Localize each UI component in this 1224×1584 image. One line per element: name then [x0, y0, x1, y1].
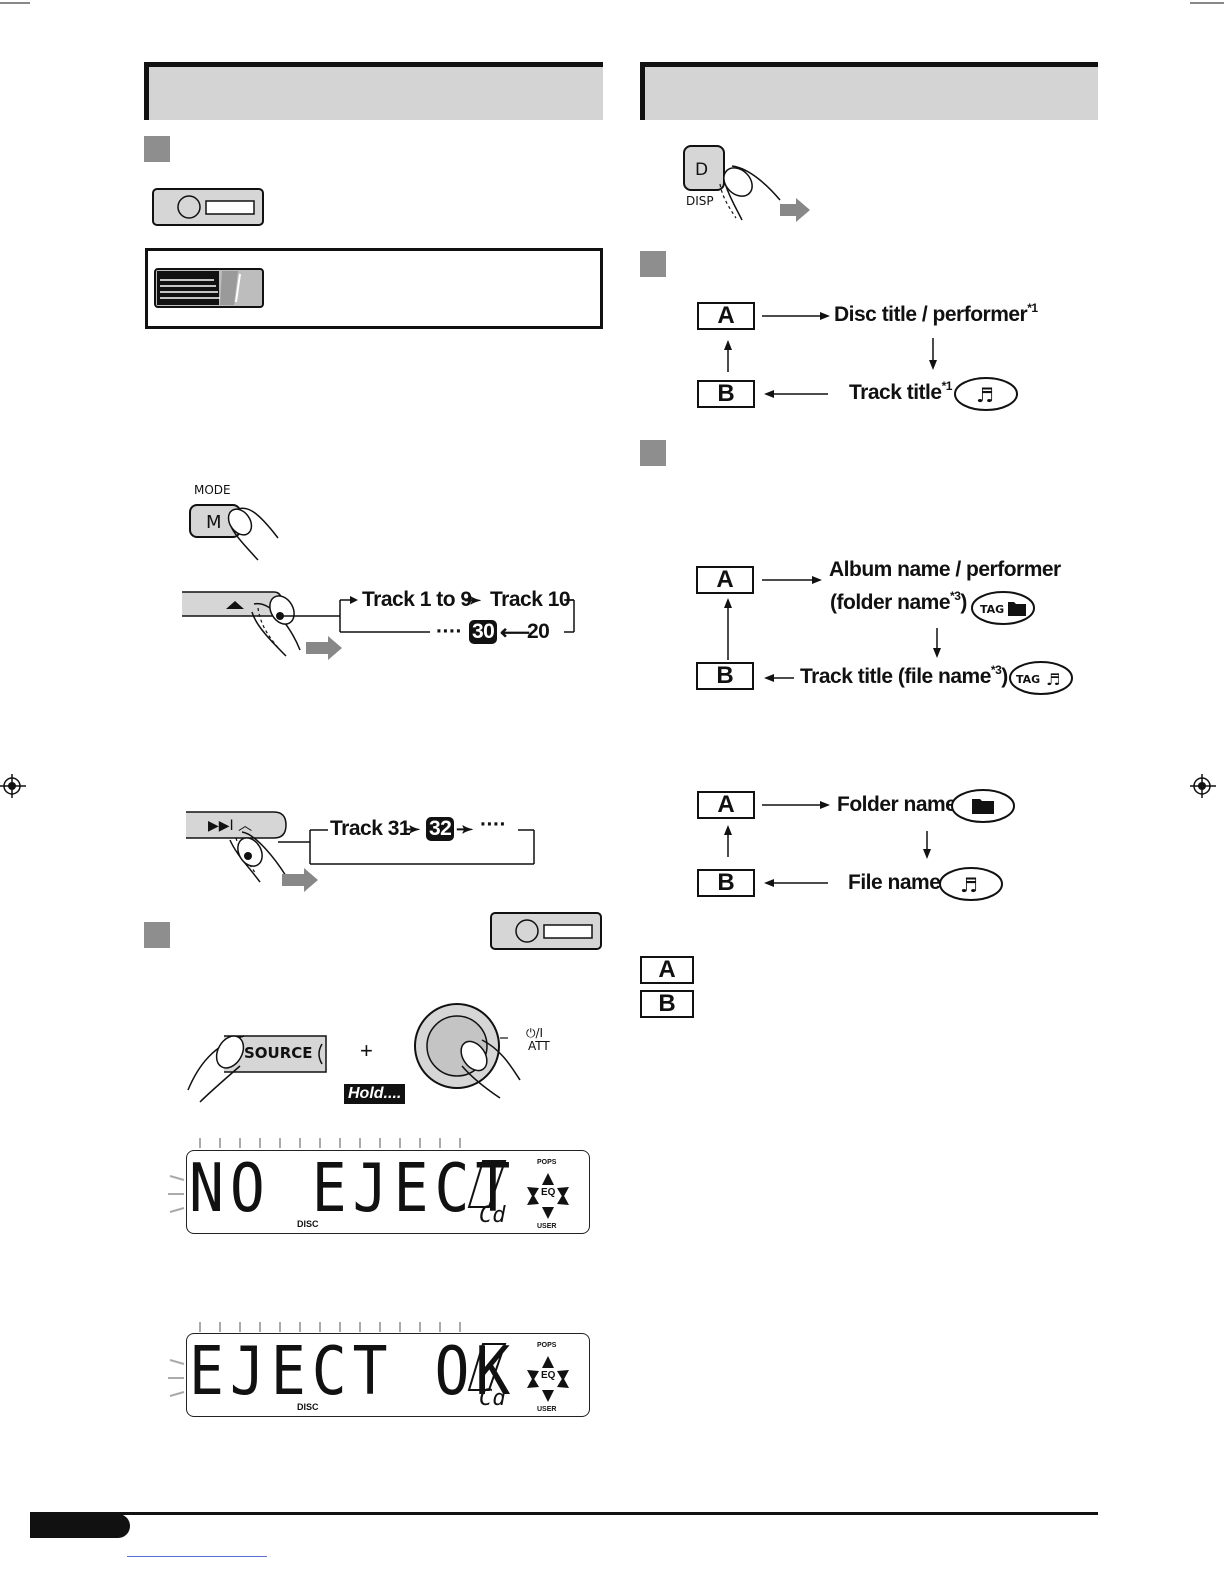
- tag-folder-icon: TAG: [971, 591, 1035, 625]
- lcd2-text: EJECT OK: [189, 1332, 517, 1411]
- mp3-b-label: Track title (file name*3): [800, 663, 1008, 688]
- section-header-right: [640, 62, 1098, 120]
- lcd2-user: USER: [537, 1406, 557, 1413]
- lcd1-disc-icon: [467, 1160, 507, 1208]
- cd-mode-a: A: [697, 302, 755, 330]
- track-sequence-loop-1: [280, 596, 574, 633]
- lcd2-pops: POPS: [537, 1342, 557, 1349]
- track-31: Track 31: [330, 817, 411, 840]
- lcd2-eq: EQ: [541, 1370, 556, 1381]
- seq1-dots: ····: [436, 620, 462, 643]
- lcd1-eq-star: [527, 1173, 569, 1219]
- step-marker-r2: [640, 440, 666, 466]
- track-loop-right: [564, 599, 575, 633]
- lcd1-flash-rays: [168, 1138, 461, 1213]
- arrow-2: ⟵: [500, 621, 530, 644]
- lcd-no-eject: NO EJECT Cd DISC EQ POPS USER: [186, 1149, 590, 1234]
- legend-a: A: [640, 956, 694, 984]
- folder-icon: [951, 789, 1015, 823]
- mode-button[interactable]: M: [188, 502, 288, 572]
- track-32-badge: 32: [426, 817, 455, 841]
- lcd1-pops: POPS: [537, 1159, 557, 1166]
- mp3-a-label-2: (folder name*3): [830, 589, 967, 614]
- power-knob-press[interactable]: [412, 1000, 532, 1100]
- lcd1-disc: DISC: [297, 1219, 319, 1229]
- plus-sign: +: [360, 1038, 373, 1063]
- power-att-label-1: ⏻/I: [526, 1026, 544, 1040]
- registration-mark-right: [1190, 774, 1216, 798]
- cd-unit-icon-2: [490, 912, 602, 950]
- source-button-press[interactable]: [184, 1030, 334, 1110]
- step-marker-1: [144, 136, 170, 162]
- registration-mark-left: [0, 774, 26, 798]
- mp3-diagram-arrows: [724, 576, 941, 682]
- track-10: Track 10: [490, 588, 571, 611]
- cd-mode-b: B: [697, 380, 755, 408]
- disp-caption: DISP: [686, 194, 714, 208]
- cd-a-label: Disc title / performer*1: [834, 301, 1038, 326]
- svg-text:▶▶I ︿: ▶▶I ︿: [208, 818, 252, 834]
- track-30-badge: 30: [469, 620, 498, 644]
- seq2-dots: ····: [480, 813, 506, 836]
- svg-text:♬: ♬: [1046, 670, 1060, 689]
- lcd2-disc: DISC: [297, 1402, 319, 1412]
- svg-text:TAG: TAG: [980, 603, 1004, 616]
- lcd1-text: NO EJECT: [189, 1149, 517, 1228]
- lcd2-eq-star: [527, 1356, 569, 1402]
- svg-text:TAG: TAG: [1016, 673, 1040, 686]
- next-button-press[interactable]: ▶▶I ︿: [186, 810, 326, 892]
- svg-text:♬: ♬: [960, 873, 978, 897]
- mp3-mode-a: A: [696, 566, 754, 594]
- mp3-mode-b: B: [696, 662, 754, 690]
- disc-slot-icon: [154, 268, 264, 308]
- folder-mode-a: A: [697, 791, 755, 819]
- arrow-3: ➛: [403, 818, 421, 841]
- disp-button-press[interactable]: D: [680, 144, 820, 234]
- arrow-4: ➛: [456, 818, 474, 841]
- step-marker-2: [144, 922, 170, 948]
- step-marker-r1: [640, 251, 666, 277]
- page-number-tab: [30, 1514, 130, 1538]
- lcd1-eq: EQ: [541, 1187, 556, 1198]
- folder-b-label: File name: [848, 871, 941, 894]
- music-note-icon: ♬: [954, 377, 1018, 411]
- legend-b: B: [640, 990, 694, 1018]
- lcd2-disc-icon: [467, 1343, 507, 1391]
- up-button-press[interactable]: [182, 590, 362, 670]
- mode-key-label: M: [206, 512, 222, 533]
- svg-text:♬: ♬: [976, 383, 994, 407]
- section-header-left: [144, 62, 603, 120]
- footer-rule: [30, 1512, 1098, 1515]
- lcd2-flash-rays: [168, 1322, 461, 1397]
- folder-diagram-arrows: [724, 801, 931, 887]
- footer-link-line: [127, 1556, 267, 1557]
- crop-marks: [0, 2, 1224, 4]
- folder-mode-b: B: [697, 869, 755, 897]
- mode-caption: MODE: [194, 483, 231, 497]
- mp3-a-label-1: Album name / performer: [829, 558, 1061, 581]
- source-label: SOURCE: [244, 1044, 313, 1062]
- track-1-to-9: Track 1 to 9: [362, 588, 472, 611]
- note-box: [145, 248, 603, 329]
- track-20: 20: [527, 620, 550, 643]
- tag-music-icon: TAG ♬: [1009, 661, 1073, 695]
- svg-text:D: D: [695, 160, 708, 180]
- cd-diagram-arrows: [724, 312, 937, 398]
- file-music-icon: ♬: [939, 867, 1003, 901]
- lcd1-user: USER: [537, 1223, 557, 1230]
- cd-unit-icon: [152, 188, 264, 226]
- cd-b-label: Track title*1: [849, 379, 952, 404]
- power-att-label-2: ATT: [528, 1039, 550, 1053]
- arrow-1: ➛: [464, 589, 482, 612]
- folder-a-label: Folder name: [837, 793, 957, 816]
- track-sequence-loop-2: [278, 829, 535, 865]
- hold-badge: Hold....: [344, 1084, 406, 1104]
- lcd-eject-ok: EJECT OK Cd DISC EQ POPS USER: [186, 1332, 590, 1417]
